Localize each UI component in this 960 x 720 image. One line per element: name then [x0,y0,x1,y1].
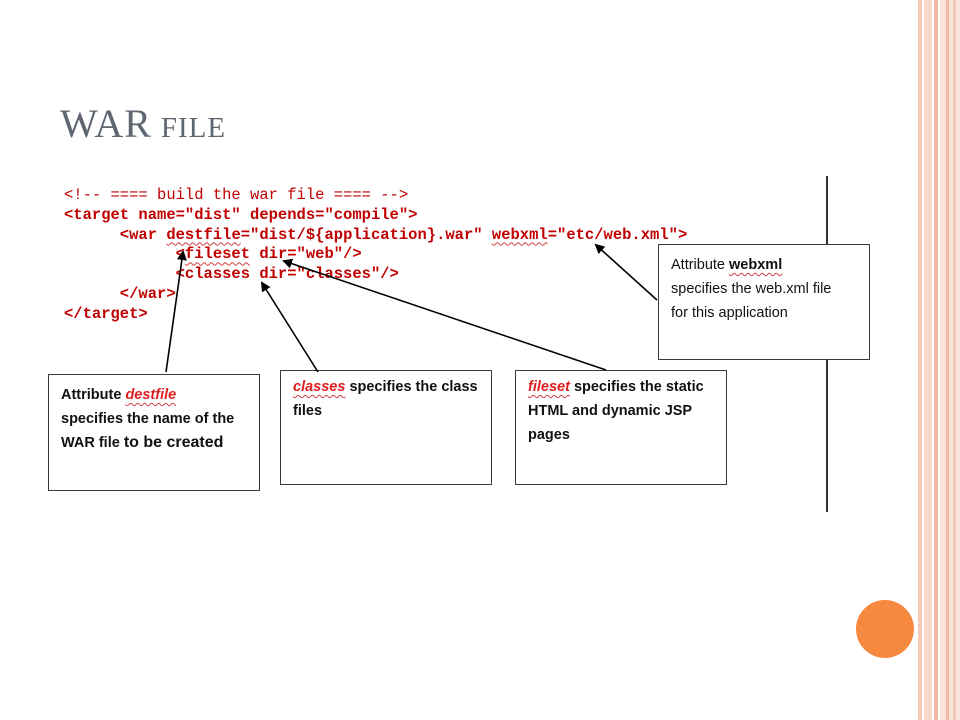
callout-keyword: classes [293,379,346,395]
callout-text: Attribute [61,387,126,403]
slide-title-sub: FILE [160,112,227,144]
slide-title: WAR FILE [60,100,226,147]
code-line: </target> [64,304,148,323]
callout-fileset: fileset specifies the static HTML and dy… [515,370,727,485]
border-stripe [953,0,956,720]
callout-line: specifies the web.xml file [671,281,832,297]
callout-text: WAR file [61,435,124,451]
border-stripe [934,0,938,720]
border-stripe [946,0,949,720]
callout-keyword: webxml [729,257,783,273]
code-token: dir="web"/> [250,245,362,264]
code-token: < [64,245,185,264]
slide-title-main: WAR [60,101,152,146]
callout-line: specifies the name of the [61,411,235,427]
code-token-destfile: destfile [166,225,241,244]
callout-classes: classes specifies the class files [280,370,492,485]
code-line: <target name="dist" depends="compile"> [64,205,418,224]
code-line: <classes dir="classes"/> [64,265,399,284]
code-token: ="dist/${application}.war" [240,225,492,244]
code-token-fileset: fileset [184,245,251,264]
callout-keyword: destfile [125,387,177,403]
code-line: <fileset dir="web"/> [64,245,687,265]
border-stripe [924,0,932,720]
callout-line: files [293,403,323,419]
callout-text: specifies the static [569,379,704,395]
code-token: <war [64,225,167,244]
code-block: <!-- ==== build the war file ==== --><ta… [64,186,687,325]
callout-line: WAR file to be created [61,431,247,455]
callout-destfile: Attribute destfile specifies the name of… [48,374,260,491]
callout-line: pages [528,427,570,443]
callout-line: fileset specifies the static [528,375,714,399]
code-line: </war> [64,284,176,303]
callout-line: for this application [671,305,788,321]
callout-text: Attribute [671,257,730,273]
code-token: ="etc/web.xml"> [547,225,688,244]
code-line: <war destfile="dist/${application}.war" … [64,226,687,246]
callout-line: Attribute webxml [671,253,857,277]
decorative-circle [856,600,914,658]
code-token-webxml: webxml [491,225,548,244]
callout-line: classes specifies the class [293,375,479,399]
callout-keyword: fileset [528,379,570,395]
code-line: <!-- ==== build the war file ==== --> [64,186,409,204]
callout-line: Attribute destfile [61,383,247,407]
border-stripe [940,0,960,720]
callout-line: HTML and dynamic JSP [528,403,693,419]
border-stripe [918,0,922,720]
callout-text: to be created [123,434,224,451]
callout-webxml: Attribute webxml specifies the web.xml f… [658,244,870,360]
callout-text: specifies the class [345,379,478,395]
